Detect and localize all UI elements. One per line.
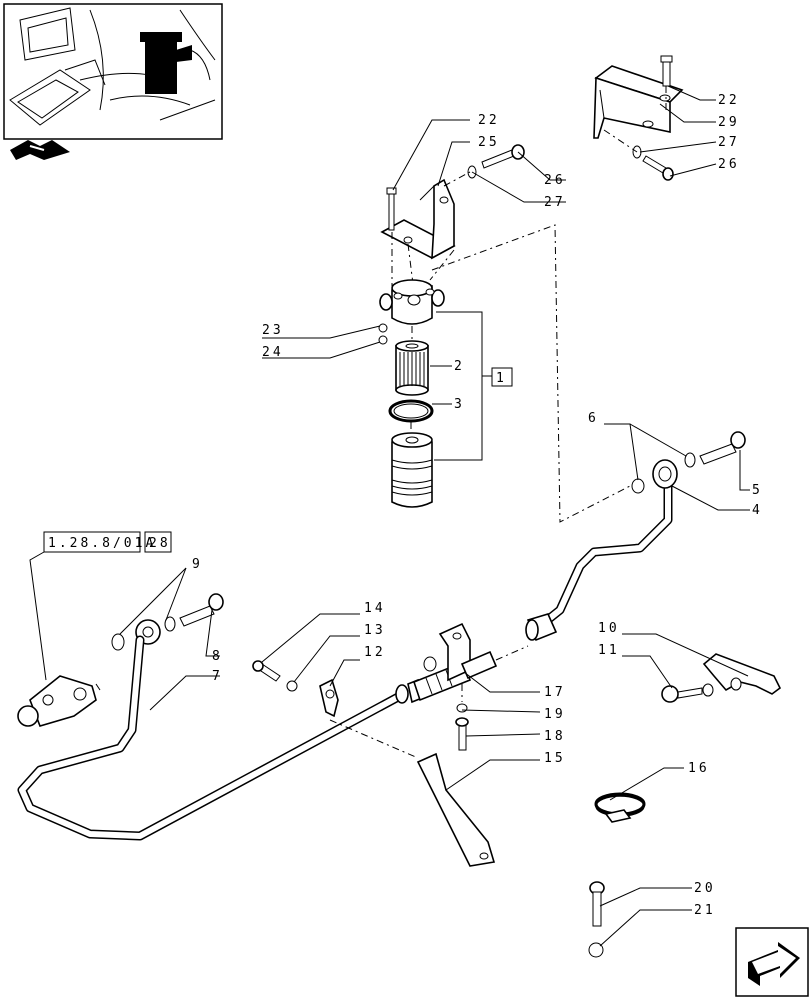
o-ring xyxy=(388,399,434,432)
part-label: 10 xyxy=(598,621,620,636)
reference-sheet: 28 xyxy=(149,536,171,551)
clamp-bracket xyxy=(661,653,782,703)
support-bracket xyxy=(329,719,496,867)
banjo-fitting-left xyxy=(111,593,224,651)
part-label: 21 xyxy=(694,903,716,918)
part-label: 20 xyxy=(694,881,716,896)
hose-clamp xyxy=(594,792,646,823)
part-label: 19 xyxy=(544,707,566,722)
part-label: 3 xyxy=(454,397,465,412)
part-label: 17 xyxy=(544,685,566,700)
part-label: 26 xyxy=(544,173,566,188)
part-label: 9 xyxy=(192,557,203,572)
part-label: 7 xyxy=(212,669,223,684)
part-label: 12 xyxy=(364,645,386,660)
thumbnail-location-icon[interactable] xyxy=(3,3,223,160)
part-label: 5 xyxy=(752,483,763,498)
part-label: 2 xyxy=(454,359,465,374)
reference-code: 1.28.8/01A xyxy=(48,536,156,551)
part-label: 29 xyxy=(718,115,740,130)
tee-fitting xyxy=(413,622,529,751)
pipe-clip xyxy=(252,660,339,718)
reference-box[interactable]: 1.28.8/01A 28 xyxy=(29,531,172,681)
injection-pump-fitting xyxy=(17,675,101,727)
filter-head xyxy=(379,279,445,325)
part-label: 24 xyxy=(262,345,284,360)
washer-24 xyxy=(378,335,388,345)
leader-lines xyxy=(119,85,750,947)
part-label: 22 xyxy=(718,93,740,108)
part-label: 27 xyxy=(544,195,566,210)
filter-bracket xyxy=(380,144,631,523)
part-label: 26 xyxy=(718,157,740,172)
plug-23 xyxy=(378,323,388,333)
part-label: 13 xyxy=(364,623,386,638)
fuel-pipe-upper xyxy=(525,431,746,642)
part-label: 4 xyxy=(752,503,763,518)
assembly-box-label: 1 xyxy=(496,371,507,386)
part-label: 15 xyxy=(544,751,566,766)
part-label: 18 xyxy=(544,729,566,744)
part-labels: 22 25 26 27 22 29 27 26 23 24 2 3 6 5 4 … xyxy=(192,93,763,918)
part-label: 27 xyxy=(718,135,740,150)
assembly-bracket: 1 xyxy=(434,311,513,461)
part-label: 6 xyxy=(588,411,599,426)
navigation-arrow-icon[interactable] xyxy=(735,927,809,997)
part-label: 11 xyxy=(598,643,620,658)
part-label: 25 xyxy=(478,135,500,150)
part-label: 16 xyxy=(688,761,710,776)
alternate-bracket xyxy=(593,55,684,181)
filter-bowl xyxy=(391,432,433,508)
bolt-20-washer-21 xyxy=(588,881,605,958)
part-label: 22 xyxy=(478,113,500,128)
part-label: 23 xyxy=(262,323,284,338)
part-label: 14 xyxy=(364,601,386,616)
part-label: 8 xyxy=(212,649,223,664)
filter-element xyxy=(395,326,429,396)
